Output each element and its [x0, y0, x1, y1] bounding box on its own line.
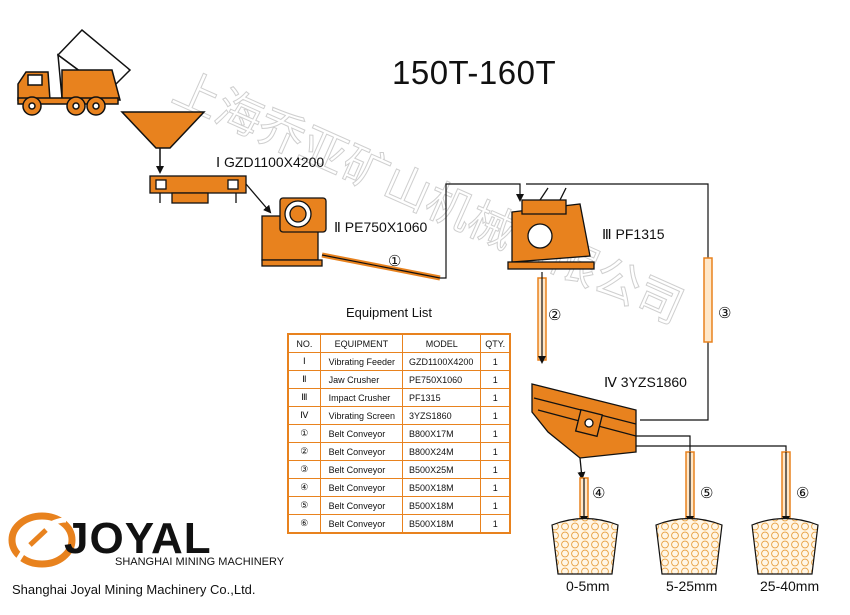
row-model: B500X18M: [402, 496, 482, 515]
row-equipment: Belt Conveyor: [319, 496, 404, 515]
row-qty: 1: [480, 424, 511, 443]
feeder-label: Ⅰ GZD1100X4200: [216, 154, 325, 170]
jaw-crusher-label: Ⅱ PE750X1060: [334, 219, 428, 235]
row-no: ⑥: [287, 514, 321, 534]
row-no: ⑤: [287, 496, 321, 515]
row-model: B800X17M: [402, 424, 482, 443]
row-equipment: Jaw Crusher: [319, 370, 404, 389]
row-no: Ⅰ: [287, 352, 321, 371]
row-equipment: Impact Crusher: [319, 388, 404, 407]
row-equipment: Vibrating Screen: [319, 406, 404, 425]
vibrating-screen-icon: [531, 383, 637, 480]
product-label-1: 0-5mm: [566, 578, 610, 594]
belt-conveyor-6: [781, 451, 791, 524]
belt-conveyor-3: [526, 183, 713, 421]
conveyor-mark-3: ③: [718, 305, 732, 322]
row-model: PE750X1060: [402, 370, 482, 389]
row-model: PF1315: [402, 388, 482, 407]
row-equipment: Belt Conveyor: [319, 424, 404, 443]
dump-truck-icon: [17, 28, 132, 116]
row-equipment: Vibrating Feeder: [319, 352, 404, 371]
row-equipment: Belt Conveyor: [319, 460, 404, 479]
header-no: NO.: [287, 333, 321, 353]
conveyor-mark-6: ⑥: [796, 485, 810, 502]
product-pile-5-25: [655, 517, 723, 575]
row-qty: 1: [480, 406, 511, 425]
screen-label: Ⅳ 3YZS1860: [604, 374, 687, 390]
row-model: B500X25M: [402, 460, 482, 479]
row-qty: 1: [480, 370, 511, 389]
header-equipment: EQUIPMENT: [319, 333, 404, 353]
conveyor-mark-5: ⑤: [700, 485, 714, 502]
row-no: ①: [287, 424, 321, 443]
row-no: Ⅳ: [287, 406, 321, 425]
row-equipment: Belt Conveyor: [319, 442, 404, 461]
product-label-3: 25-40mm: [760, 578, 820, 594]
row-qty: 1: [480, 388, 511, 407]
row-qty: 1: [480, 442, 511, 461]
row-qty: 1: [480, 496, 511, 515]
row-qty: 1: [480, 460, 511, 479]
page-title: 150T-160T: [392, 54, 557, 91]
watermark: 上海乔亚矿山机械有限公司: [166, 61, 692, 335]
belt-conveyor-1: [321, 183, 524, 281]
product-pile-25-40: [751, 517, 819, 575]
company-name: Shanghai Joyal Mining Machinery Co.,Ltd.: [12, 582, 256, 597]
row-qty: 1: [480, 514, 511, 534]
row-equipment: Belt Conveyor: [319, 514, 404, 534]
equipment-list-title: Equipment List: [346, 305, 432, 320]
belt-conveyor-2: [537, 272, 547, 364]
conveyor-mark-2: ②: [548, 307, 562, 324]
conveyor-mark-4: ④: [592, 485, 606, 502]
row-qty: 1: [480, 352, 511, 371]
row-no: ③: [287, 460, 321, 479]
impact-crusher-icon: [507, 187, 595, 270]
product-pile-0-5: [551, 517, 619, 575]
hopper-icon: [120, 111, 206, 174]
belt-conveyor-5: [685, 451, 695, 524]
row-equipment: Belt Conveyor: [319, 478, 404, 497]
row-model: 3YZS1860: [402, 406, 482, 425]
product-label-2: 5-25mm: [666, 578, 718, 594]
vibrating-feeder-icon: [149, 175, 272, 214]
row-model: GZD1100X4200: [402, 352, 482, 371]
header-model: MODEL: [402, 333, 482, 353]
joyal-logo-icon: [8, 512, 76, 568]
impact-crusher-label: Ⅲ PF1315: [602, 226, 665, 242]
row-model: B800X24M: [402, 442, 482, 461]
row-qty: 1: [480, 478, 511, 497]
row-no: Ⅲ: [287, 388, 321, 407]
logo-wordmark: JOYAL: [64, 514, 212, 563]
row-model: B500X18M: [402, 514, 482, 534]
belt-conveyor-4: [579, 477, 589, 524]
equipment-table-header: NO. EQUIPMENT MODEL QTY.: [287, 333, 511, 353]
row-no: Ⅱ: [287, 370, 321, 389]
logo-subtitle: SHANGHAI MINING MACHINERY: [115, 556, 285, 568]
row-no: ②: [287, 442, 321, 461]
header-qty: QTY.: [480, 333, 511, 353]
jaw-crusher-icon: [261, 197, 327, 267]
row-model: B500X18M: [402, 478, 482, 497]
conveyor-mark-1: ①: [388, 253, 402, 270]
screen-output-lines: [636, 435, 787, 452]
row-no: ④: [287, 478, 321, 497]
